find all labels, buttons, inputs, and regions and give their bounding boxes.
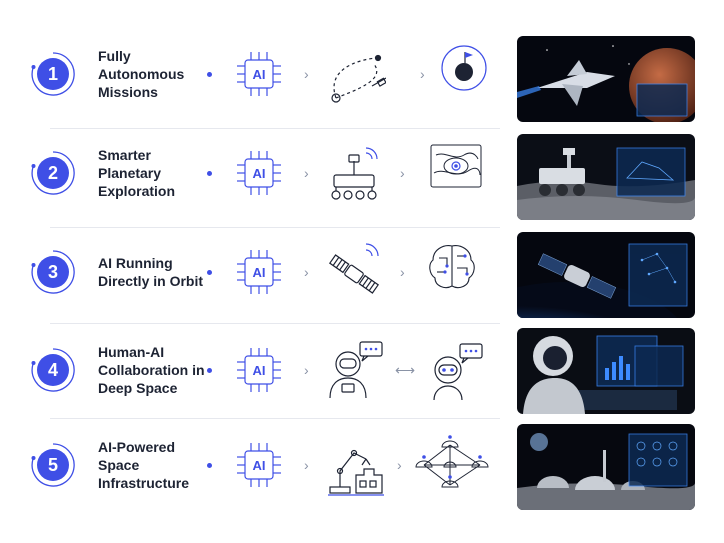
step-title-4: Human-AI Collaboration in Deep Space [98,344,205,396]
astronaut-console-photo [517,328,695,414]
step-title-1: Fully Autonomous Missions [98,48,185,100]
svg-text:AI: AI [253,265,266,280]
step-number-5: 5 [30,442,76,488]
step-title-5: AI-Powered Space Infrastructure [98,439,190,491]
chevron-right-icon: › [304,165,309,181]
number-ring-icon [31,348,75,392]
satellite-icon [328,243,380,294]
orbit-trajectory-satellite-icon [331,54,386,103]
step-title-3: AI Running Directly in Orbit [98,255,204,289]
number-ring-icon [31,250,75,294]
svg-text:AI: AI [253,458,266,473]
astronaut-chat-icon [329,341,383,399]
connector-dot [207,72,212,77]
step-number-2: 2 [30,150,76,196]
rover-icon [331,147,378,200]
row-divider [50,227,500,228]
connector-dot [207,463,212,468]
step-row-4: 4 Human-AI Collaboration in Deep Space A… [0,328,724,426]
step-row-1: 1 Fully Autonomous Missions AI › [0,34,724,130]
connector-dot [207,368,212,373]
row-divider [50,128,500,129]
chevron-right-icon: › [420,66,425,82]
step-title-2: Smarter Planetary Exploration [98,147,176,199]
svg-text:AI: AI [253,166,266,181]
number-ring-icon [31,52,75,96]
svg-text:AI: AI [253,67,266,82]
rover-terrain-photo [517,134,695,220]
chevron-right-icon: › [397,457,402,473]
ai-chip-icon: AI [237,250,281,294]
step-number-1: 1 [30,51,76,97]
terrain-map-icon [430,144,482,188]
robot-chat-icon [433,343,483,400]
chevron-right-icon: › [400,165,405,181]
chevron-right-icon: › [304,264,309,280]
connector-dot [207,171,212,176]
row-divider [50,323,500,324]
spaceship-mars-photo [517,36,695,122]
step-number-3: 3 [30,249,76,295]
brain-circuit-icon [429,245,475,289]
step-row-5: 5 AI-Powered Space Infrastructure AI › [0,424,724,521]
lunar-base-photo [517,424,695,510]
number-ring-icon [31,151,75,195]
chevron-right-icon: › [304,457,309,473]
ai-chip-icon: AI [237,443,281,487]
planet-flag-icon [441,45,487,91]
ai-chip-icon: AI [237,52,281,96]
robotic-arm-factory-icon [328,449,384,496]
row-divider [50,418,500,419]
svg-text:AI: AI [253,363,266,378]
dome-network-icon [415,435,489,488]
chevron-right-icon: › [304,362,309,378]
step-number-4: 4 [30,347,76,393]
chevron-right-icon: › [400,264,405,280]
ai-chip-icon: AI [237,151,281,195]
connector-dot [207,270,212,275]
chevron-right-icon: › [304,66,309,82]
satellite-orbit-photo [517,232,695,318]
step-row-2: 2 Smarter Planetary Exploration AI › [0,133,724,229]
step-row-3: 3 AI Running Directly in Orbit AI › [0,232,724,328]
ai-chip-icon: AI [237,348,281,392]
number-ring-icon [31,443,75,487]
bidirectional-arrow-icon: ⟷ [395,362,416,378]
